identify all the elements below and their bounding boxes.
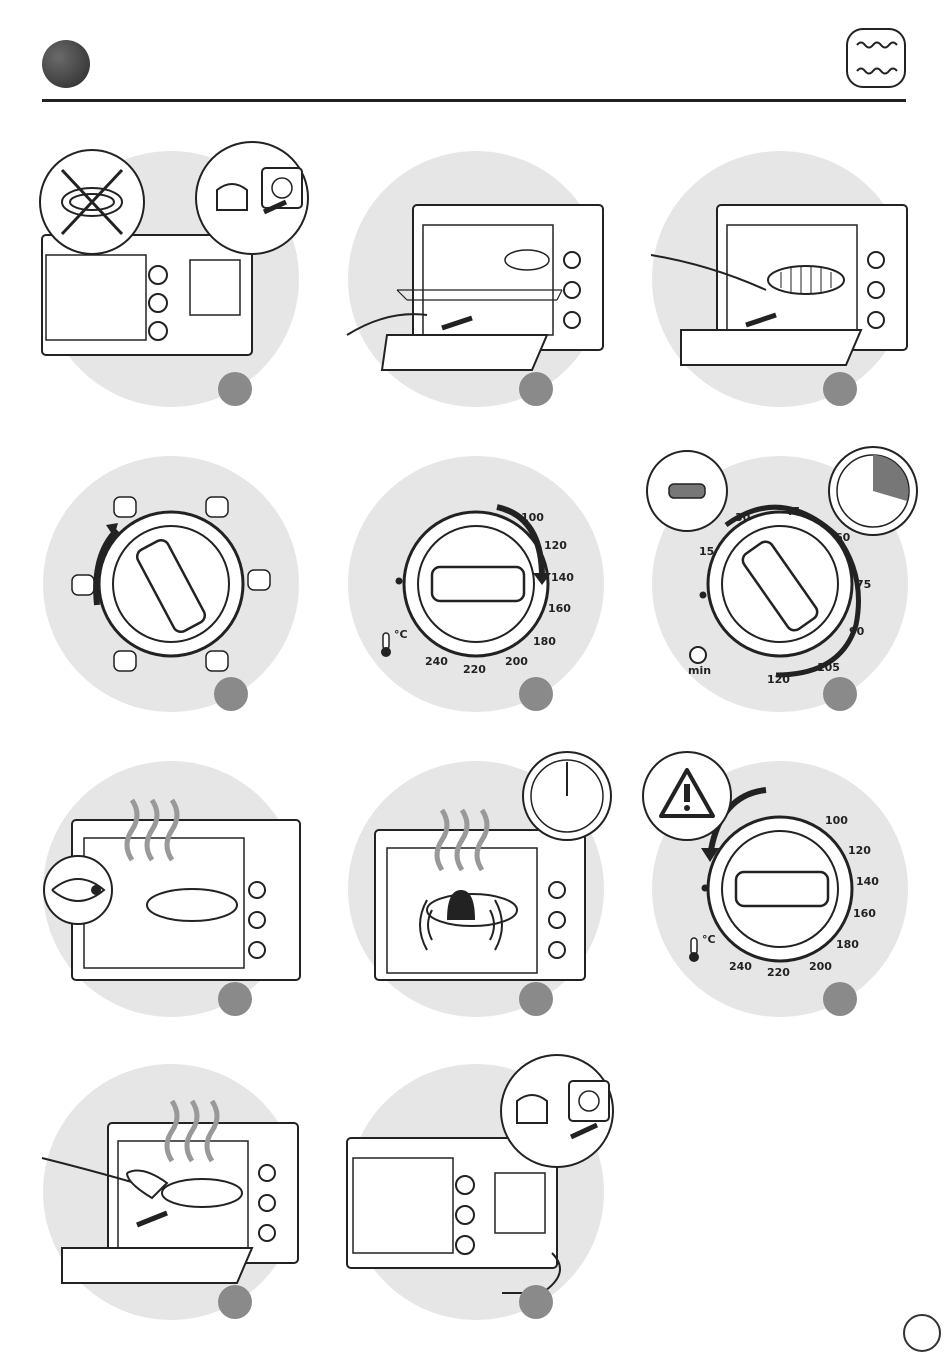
step-9-panel: °C 100 120 140 160 180 200 220 240: [651, 760, 909, 1018]
page-number-circle: [903, 1314, 941, 1352]
oven-illustration: [42, 235, 252, 355]
temp-tick-100: 100: [521, 511, 544, 524]
temp-tick-240: 240: [729, 960, 752, 973]
temp-tick-200: 200: [505, 655, 528, 668]
timer-tick-90: 90: [849, 625, 865, 638]
temperature-unit: °C: [394, 628, 408, 641]
step-6-panel: min 15 30 45 60 75 90 105 120: [651, 455, 909, 713]
temp-tick-160: 160: [853, 907, 876, 920]
timer-tick-120: 120: [767, 673, 790, 686]
clock-icon: [829, 447, 917, 535]
step-1-panel: [42, 150, 300, 408]
grill-mode-icon: [845, 27, 907, 89]
temp-tick-180: 180: [836, 938, 859, 951]
step-8-panel: [347, 760, 605, 1018]
step-7-panel: [42, 760, 300, 1018]
step-5-panel: °C 100 120 140 160 180 200 220 240: [347, 455, 605, 713]
temp-tick-220: 220: [463, 663, 486, 676]
temp-tick-120: 120: [848, 844, 871, 857]
socket-icon: [501, 1055, 613, 1167]
temp-tick-200: 200: [809, 960, 832, 973]
step-10-panel: [42, 1063, 300, 1321]
timer-tick-60: 60: [835, 531, 851, 544]
alarm-light-icon: [647, 451, 727, 531]
timer-tick-75: 75: [856, 578, 871, 591]
temp-tick-140: 140: [856, 875, 879, 888]
header-divider: [42, 99, 906, 102]
clock-icon: [523, 752, 611, 840]
socket-icon: [196, 142, 308, 254]
stopwatch-icon: [690, 647, 706, 663]
no-tangle-icon: [40, 150, 144, 254]
temp-tick-220: 220: [767, 966, 790, 979]
step-3-panel: [651, 150, 909, 408]
temp-tick-180: 180: [533, 635, 556, 648]
thermometer-icon: [381, 633, 391, 657]
warning-icon: [643, 752, 731, 840]
eye-icon: [44, 856, 112, 924]
timer-unit: min: [688, 664, 711, 677]
temperature-unit: °C: [702, 933, 716, 946]
timer-tick-105: 105: [817, 661, 840, 674]
temp-tick-100: 100: [825, 814, 848, 827]
timer-tick-45: 45: [785, 505, 800, 518]
timer-tick-15: 15: [699, 545, 714, 558]
temp-tick-120: 120: [544, 539, 567, 552]
temp-tick-160: 160: [548, 602, 571, 615]
step-2-panel: [347, 150, 605, 408]
section-bullet: [42, 40, 90, 88]
temp-tick-240: 240: [425, 655, 448, 668]
step-11-panel: [347, 1063, 605, 1321]
step-4-panel: [42, 455, 300, 713]
temp-tick-140: 140: [551, 571, 574, 584]
thermometer-icon: [689, 938, 699, 962]
timer-tick-30: 30: [735, 511, 751, 524]
